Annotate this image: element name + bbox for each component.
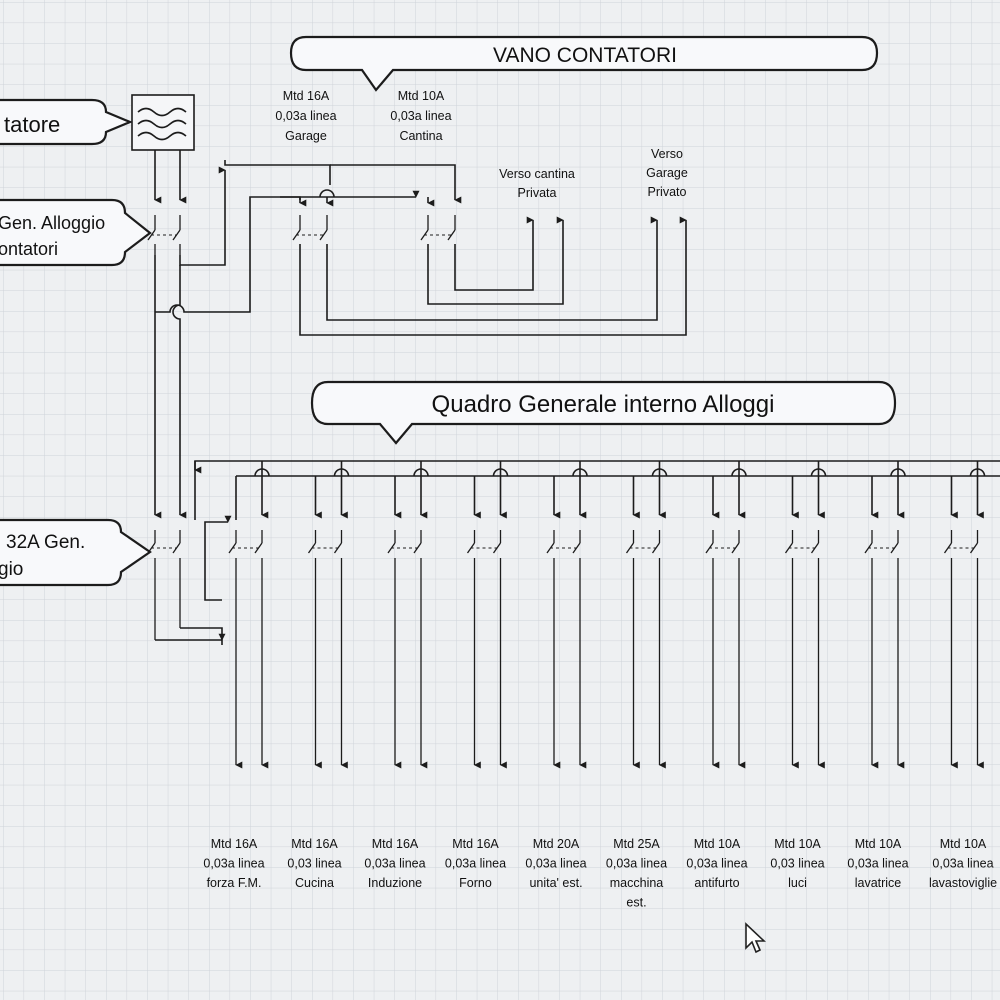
breaker-circuit bbox=[307, 461, 350, 769]
bottom-breaker-label-line: 0,03a linea bbox=[686, 857, 747, 871]
bottom-breaker-label-line: Induzione bbox=[368, 876, 422, 890]
bottom-breaker-label-line: 0,03a linea bbox=[847, 857, 908, 871]
destination-label-line: Verso cantina bbox=[499, 167, 575, 181]
breaker-circuit bbox=[546, 461, 588, 769]
bottom-breaker-label-line: luci bbox=[788, 876, 807, 890]
bottom-breaker-label-line: Mtd 16A bbox=[372, 837, 419, 851]
destination-label-line: Garage bbox=[646, 166, 688, 180]
bottom-breaker-label-line: Forno bbox=[459, 876, 492, 890]
gen-alloggio-line1: Gen. Alloggio bbox=[0, 213, 105, 233]
bottom-breaker-label-line: 0,03a linea bbox=[606, 857, 667, 871]
top-breaker-label-line: Mtd 10A bbox=[398, 89, 445, 103]
bottom-breaker-label-line: Mtd 25A bbox=[613, 837, 660, 851]
breaker-circuit bbox=[943, 461, 986, 769]
breaker-circuit bbox=[466, 461, 509, 769]
callout-gen-alloggio: Gen. Alloggio ontatori bbox=[0, 198, 152, 267]
bottom-breaker-label-line: Mtd 16A bbox=[452, 837, 499, 851]
bottom-breaker-label-line: antifurto bbox=[694, 876, 739, 890]
bottom-breaker-label-line: Mtd 10A bbox=[774, 837, 821, 851]
bottom-breaker-label-line: 0,03a linea bbox=[445, 857, 506, 871]
breaker-circuit bbox=[705, 461, 747, 769]
meter-box bbox=[131, 94, 195, 151]
top-breaker-label-line: 0,03a linea bbox=[275, 109, 336, 123]
quadro-generale-title: Quadro Generale interno Alloggi bbox=[432, 391, 775, 418]
bottom-breaker-label-line: lavastoviglie bbox=[929, 876, 997, 890]
bottom-breaker-label-line: Mtd 16A bbox=[291, 837, 338, 851]
vano-contatori-title: VANO CONTATORI bbox=[493, 44, 677, 67]
callout-vano-contatori: VANO CONTATORI bbox=[289, 35, 879, 92]
breaker-circuit bbox=[387, 461, 429, 769]
bottom-breaker-label-line: Mtd 16A bbox=[211, 837, 258, 851]
top-breaker-label-line: Cantina bbox=[399, 129, 442, 143]
bottom-breaker-label-line: unita' est. bbox=[529, 876, 582, 890]
callout-contatore: tatore bbox=[0, 98, 133, 146]
bottom-breaker-label-line: Cucina bbox=[295, 876, 334, 890]
bottom-breaker-label-line: 0,03a linea bbox=[203, 857, 264, 871]
destination-label-line: Privato bbox=[648, 185, 687, 199]
gen32-line2: gio bbox=[0, 559, 23, 580]
breaker-circuit bbox=[228, 461, 270, 769]
bottom-breaker-labels: Mtd 16A 0,03a linea forza F.M. Mtd 16A 0,03 … bbox=[203, 837, 997, 910]
top-breaker-label-line: Mtd 16A bbox=[283, 89, 330, 103]
bottom-breakers-wiring bbox=[228, 461, 986, 769]
bottom-breaker-label-line: macchina bbox=[610, 876, 664, 890]
top-breaker-label-line: 0,03a linea bbox=[390, 109, 451, 123]
meter-wave-icon bbox=[137, 107, 187, 117]
bottom-breaker-label-line: 0,03a linea bbox=[364, 857, 425, 871]
contatore-label: tatore bbox=[4, 112, 60, 137]
bottom-breaker-label-line: Mtd 10A bbox=[940, 837, 987, 851]
bottom-breaker-label-line: 0,03 linea bbox=[287, 857, 341, 871]
bottom-breaker-label-line: Mtd 10A bbox=[855, 837, 902, 851]
bottom-breaker-label-line: Mtd 10A bbox=[694, 837, 741, 851]
bottom-breaker-label-line: est. bbox=[626, 896, 646, 910]
bottom-breaker-label-line: 0,03a linea bbox=[525, 857, 586, 871]
bottom-breaker-label-line: lavatrice bbox=[855, 876, 902, 890]
gen-alloggio-line2: ontatori bbox=[0, 239, 58, 259]
callout-gen-32a: 32A Gen. gio bbox=[0, 518, 152, 587]
breaker-circuit bbox=[784, 461, 827, 769]
callout-quadro-generale: Quadro Generale interno Alloggi bbox=[310, 380, 897, 445]
bottom-breaker-label-line: forza F.M. bbox=[207, 876, 262, 890]
destination-label-line: Privata bbox=[518, 186, 557, 200]
bottom-breaker-label-line: 0,03a linea bbox=[932, 857, 993, 871]
top-breaker-label-line: Garage bbox=[285, 129, 327, 143]
mouse-cursor-icon bbox=[745, 922, 766, 954]
bottom-breaker-label-line: 0,03 linea bbox=[770, 857, 824, 871]
bottom-breaker-label-line: Mtd 20A bbox=[533, 837, 580, 851]
breaker-circuit bbox=[625, 461, 668, 769]
destination-label-line: Verso bbox=[651, 147, 683, 161]
breaker-circuit bbox=[864, 461, 906, 769]
gen32-line1: 32A Gen. bbox=[6, 532, 85, 553]
